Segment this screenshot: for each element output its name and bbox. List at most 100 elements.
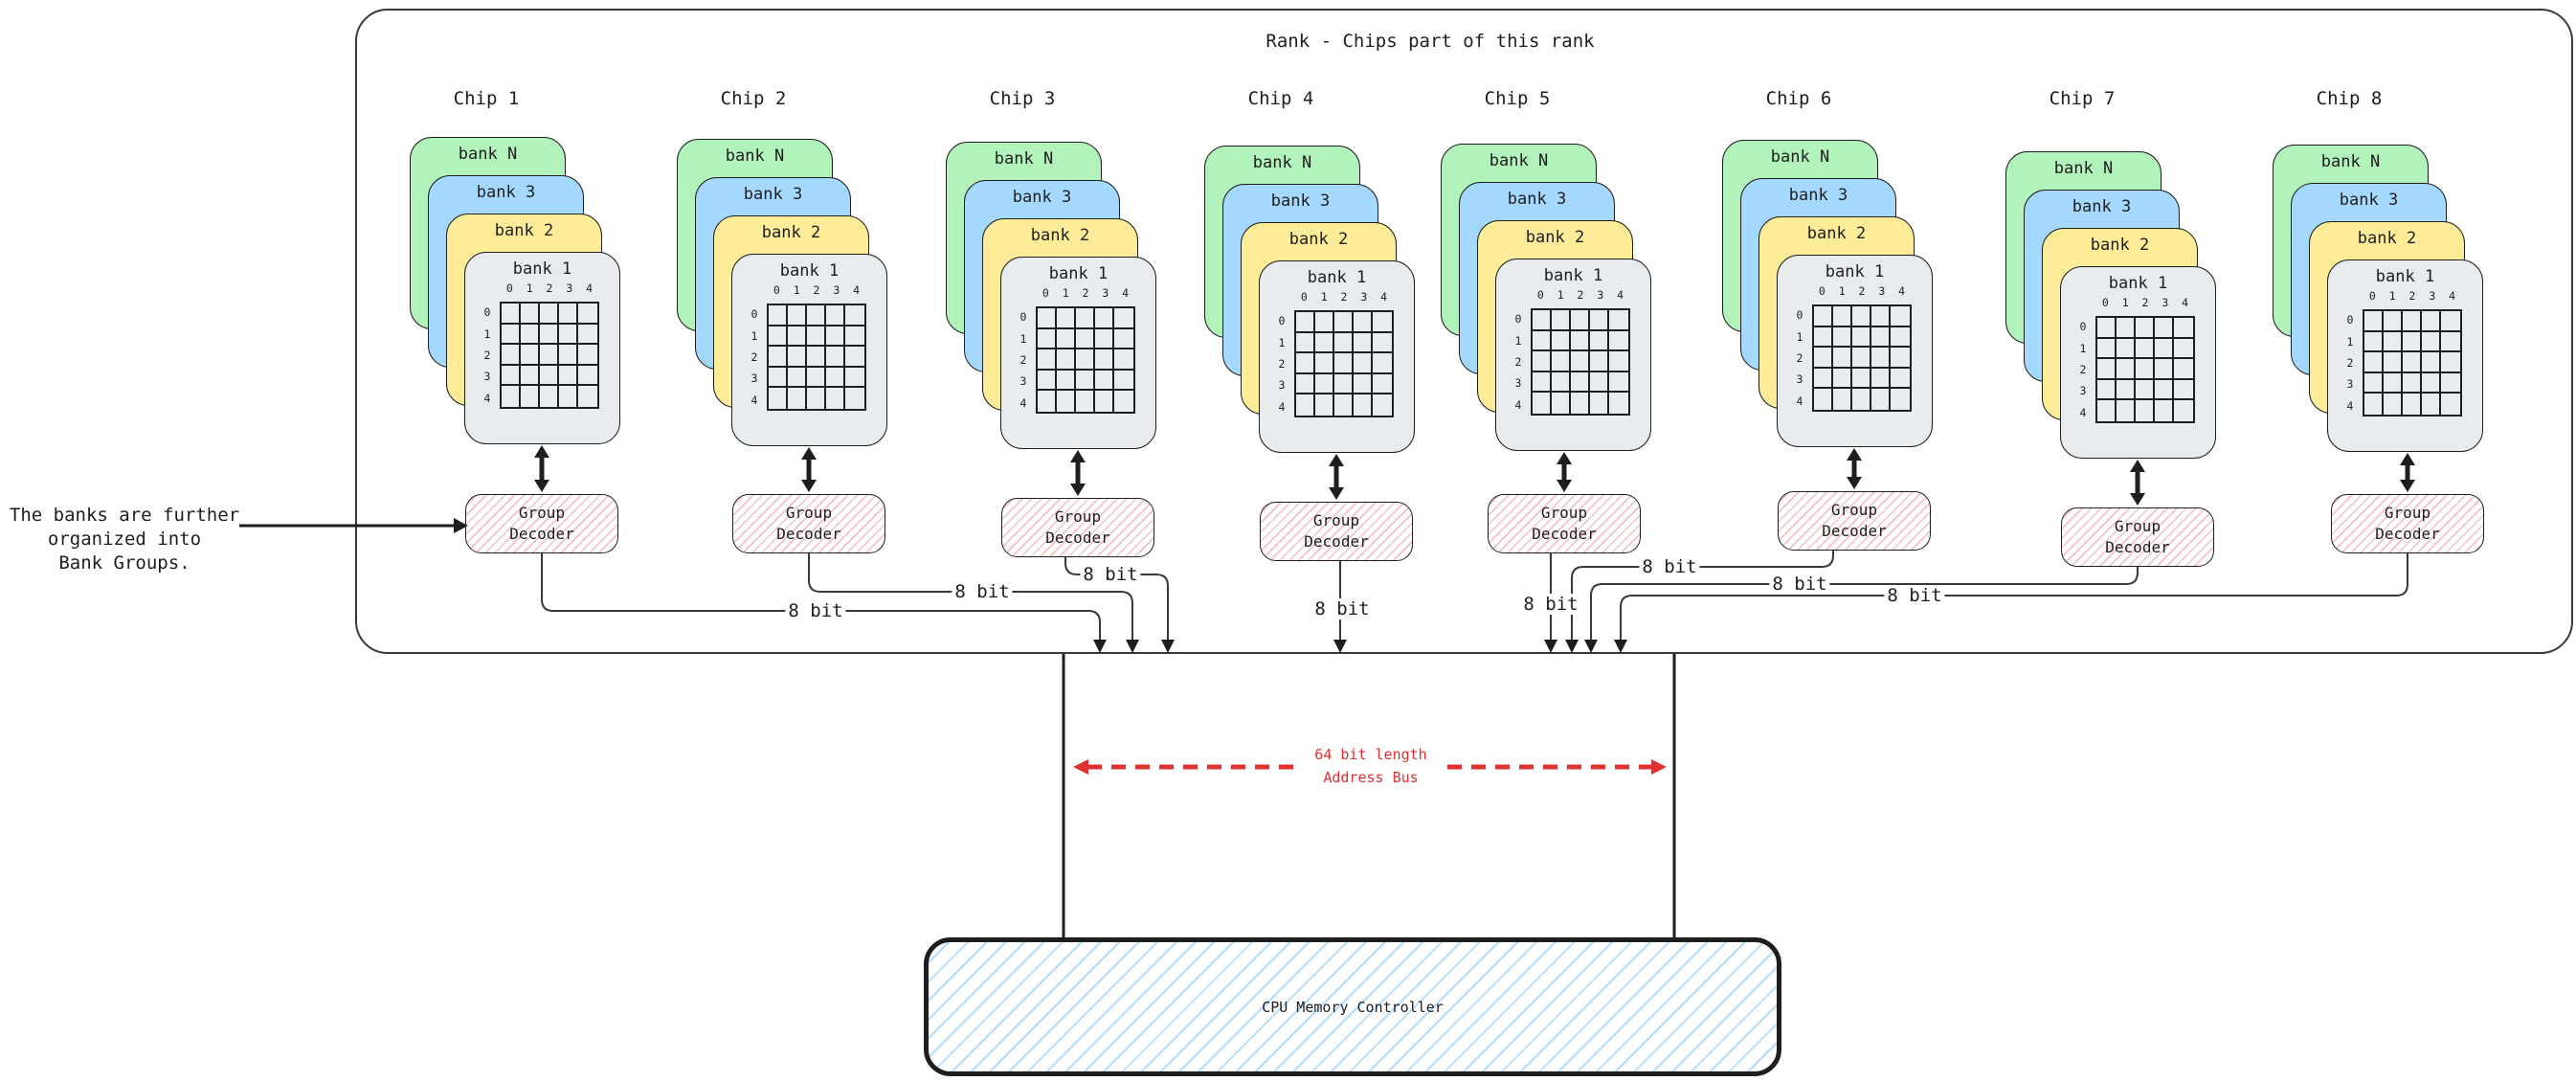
memory-cell (521, 304, 540, 325)
memory-cell (1038, 370, 1057, 392)
memory-cell (2155, 338, 2174, 360)
memory-cell (2174, 318, 2193, 339)
bank-card-label: bank 1 (2108, 274, 2168, 293)
grid-column-label: 1 (526, 282, 533, 295)
bank-card-label: bank 1 (2375, 267, 2435, 286)
memory-cell (2384, 352, 2403, 373)
memory-cell (1571, 330, 1590, 352)
memory-cell (540, 304, 559, 325)
memory-cell (1114, 308, 1133, 329)
grid-row-label: 2 (2346, 356, 2354, 371)
grid-row-label: 0 (2079, 320, 2087, 334)
memory-cell (578, 325, 597, 346)
memory-cell (2097, 338, 2117, 360)
group-decoder-label-line-1: Group (2384, 503, 2431, 522)
memory-cell (807, 388, 826, 409)
bank-card-label: bank 2 (761, 223, 821, 242)
eight-bit-bus-label: 8 bit (1639, 556, 1700, 577)
memory-cell (1871, 306, 1891, 327)
memory-cell (1891, 389, 1910, 410)
grid-row-label: 2 (1019, 353, 1027, 368)
memory-cell (1057, 391, 1076, 412)
memory-cell (2422, 311, 2441, 332)
bank-card-label: bank 3 (1270, 191, 1331, 211)
memory-cell (1871, 327, 1891, 349)
bank-card-label: bank 3 (476, 183, 536, 202)
group-decoder-label-line-2: Decoder (509, 525, 574, 543)
memory-cell (578, 366, 597, 387)
grid-row-label: 1 (2079, 341, 2087, 355)
bank-card-label: bank N (994, 149, 1054, 169)
memory-cell (2117, 379, 2136, 401)
memory-cell (1533, 372, 1552, 394)
memory-cell (2136, 318, 2155, 339)
grid-row-label: 0 (1278, 314, 1286, 328)
grid-column-label: 3 (2162, 296, 2169, 309)
memory-cell (826, 367, 845, 389)
bank-card-label: bank N (2053, 159, 2114, 178)
grid-column-label: 1 (1557, 288, 1564, 302)
memory-cell (1296, 353, 1315, 374)
grid-column-label: 2 (1340, 290, 1348, 304)
memory-cell (2174, 380, 2193, 401)
memory-cell (1871, 348, 1891, 369)
grid-column-label: 1 (2121, 296, 2129, 309)
memory-cell (788, 347, 807, 368)
memory-cell (1354, 394, 1373, 416)
memory-cell-grid (767, 304, 866, 411)
memory-cell (1076, 370, 1095, 392)
eight-bit-bus-label: 8 bit (952, 581, 1013, 602)
grid-row-label: 2 (1514, 355, 1522, 370)
memory-cell (2117, 318, 2136, 339)
grid-row-label: 1 (750, 328, 758, 343)
grid-row-label: 2 (750, 350, 758, 365)
bank-card-label: bank 2 (1288, 230, 1349, 249)
memory-cell-grid (1294, 310, 1394, 417)
memory-cell (2403, 331, 2422, 353)
memory-cell (2441, 352, 2460, 373)
memory-cell (1354, 373, 1373, 395)
memory-cell (1814, 368, 1833, 390)
memory-cell (2384, 311, 2403, 332)
memory-cell (1852, 389, 1871, 410)
memory-cell (1609, 331, 1628, 352)
memory-cell (2441, 332, 2460, 353)
memory-cell (1833, 348, 1852, 369)
memory-cell (1373, 353, 1392, 374)
memory-cell (1373, 394, 1392, 416)
grid-row-label: 1 (1278, 335, 1286, 349)
grid-row-label: 0 (1796, 308, 1803, 323)
memory-cell (1533, 351, 1552, 372)
grid-row-label: 3 (1278, 378, 1286, 393)
group-decoder-label-line-2: Decoder (1822, 522, 1887, 540)
memory-cell (1114, 349, 1133, 371)
grid-row-label: 0 (483, 305, 491, 320)
grid-row-label: 2 (483, 349, 491, 363)
memory-cell (521, 365, 540, 387)
memory-cell (1891, 369, 1910, 390)
memory-cell (1296, 332, 1315, 354)
memory-cell (1590, 310, 1609, 331)
memory-cell (769, 367, 788, 389)
memory-cell (2136, 338, 2155, 360)
memory-cell (1095, 349, 1114, 371)
memory-cell (2384, 394, 2403, 415)
memory-cell (559, 386, 578, 407)
memory-cell (2403, 311, 2422, 332)
memory-cell (788, 388, 807, 409)
grid-row-label: 0 (1019, 310, 1027, 325)
memory-cell (1315, 373, 1334, 395)
grid-row-label: 0 (1514, 312, 1522, 327)
grid-row-label: 1 (1796, 329, 1803, 344)
grid-row-label: 1 (483, 327, 491, 341)
memory-cell (502, 304, 521, 325)
memory-cell (2364, 394, 2384, 415)
eight-bit-bus-label: 8 bit (1520, 594, 1581, 615)
